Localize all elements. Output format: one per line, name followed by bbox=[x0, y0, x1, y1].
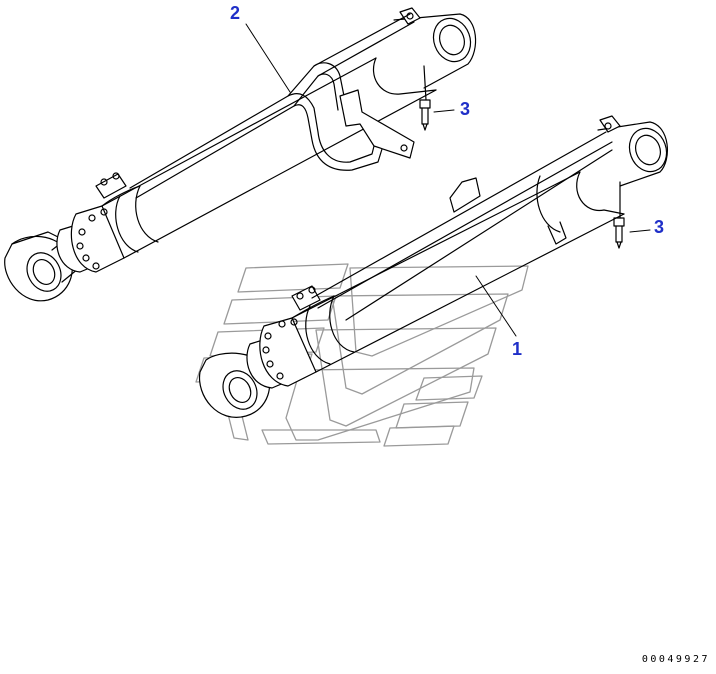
callout-item-1: 1 bbox=[512, 339, 523, 359]
grease-fitting-icon bbox=[419, 99, 431, 131]
callout-item-3-lower: 3 bbox=[654, 217, 665, 237]
grease-fitting-icon bbox=[613, 217, 625, 249]
leader-lines bbox=[245, 23, 651, 337]
drawing-code: 00049927 bbox=[641, 654, 710, 665]
callout-item-3-upper: 3 bbox=[460, 99, 471, 119]
lower-cylinder bbox=[198, 115, 668, 418]
upper-cylinder bbox=[4, 7, 477, 302]
callout-item-2: 2 bbox=[230, 3, 241, 23]
